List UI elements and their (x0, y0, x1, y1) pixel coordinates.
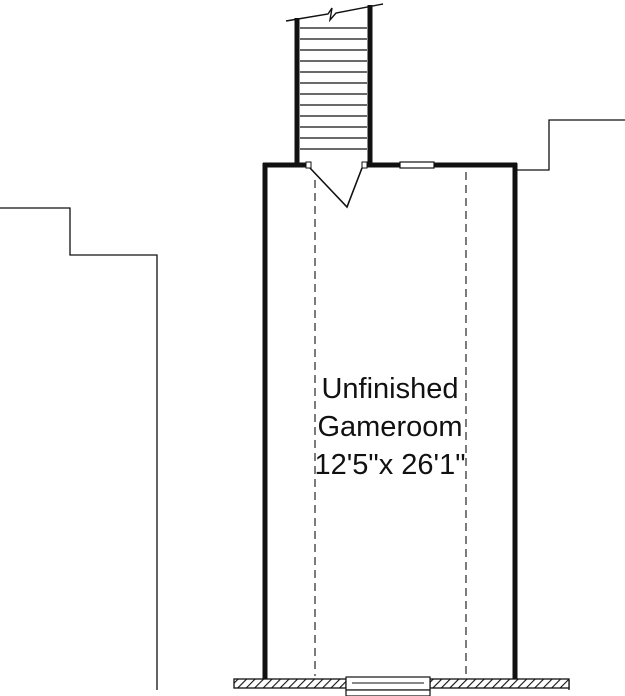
room-name-line2: Gameroom (317, 411, 463, 443)
bottom-wall-hatched-right (429, 678, 570, 689)
stair-break-line (285, 3, 384, 23)
bottom-wall-hatched-left (233, 678, 347, 689)
door-swing (309, 167, 363, 209)
bottom-window-sill (345, 689, 431, 696)
door-jamb-left (305, 161, 312, 169)
door-jamb-right (361, 161, 368, 169)
room-label: Unfinished Gameroom 12'5"x 26'1" (265, 370, 515, 484)
exterior-outline-right (515, 119, 625, 171)
stair-treads (300, 27, 367, 150)
top-window (399, 161, 435, 169)
room-name-line1: Unfinished (321, 373, 459, 405)
exterior-outline-left (0, 207, 158, 690)
room-dimensions: 12'5"x 26'1" (314, 449, 466, 481)
